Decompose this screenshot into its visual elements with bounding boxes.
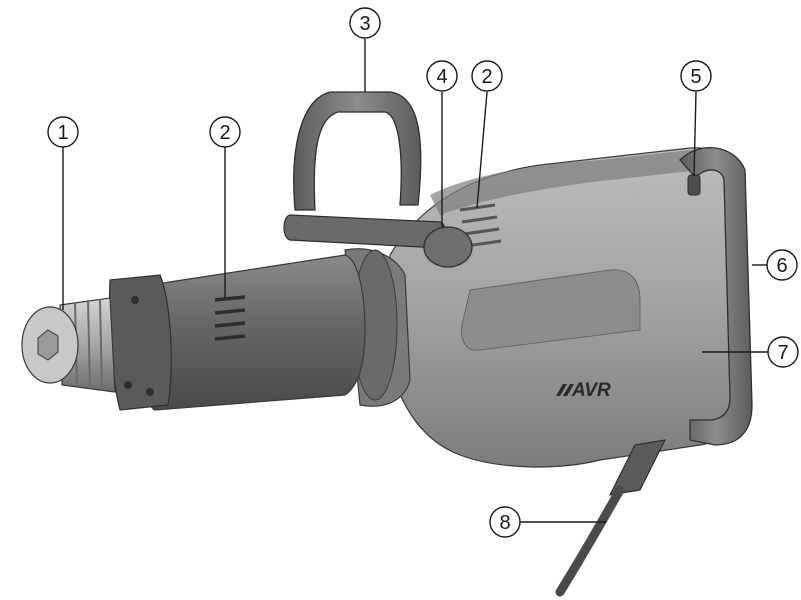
callout-label-5: 5 xyxy=(690,66,701,88)
ventilation-slots-front xyxy=(214,295,246,341)
barrel xyxy=(140,254,366,411)
callout-label-7: 7 xyxy=(777,342,788,364)
callout-7: 7 xyxy=(767,336,799,368)
callout-3: 3 xyxy=(349,7,381,39)
front-flange xyxy=(108,274,172,411)
callout-label-8: 8 xyxy=(499,512,510,534)
callout-label-2a: 2 xyxy=(219,122,230,144)
callout-2-front: 2 xyxy=(209,116,241,148)
callout-leaders xyxy=(62,39,770,523)
callout-label-1: 1 xyxy=(57,122,68,144)
callout-6: 6 xyxy=(766,249,798,281)
auxiliary-handle-knob xyxy=(423,226,473,268)
auxiliary-handle xyxy=(293,91,422,211)
housing-top-panel xyxy=(430,150,702,215)
callout-label-6: 6 xyxy=(776,255,787,277)
housing-recess xyxy=(461,269,641,351)
callout-5: 5 xyxy=(680,60,712,92)
callout-label-2b: 2 xyxy=(481,66,492,88)
power-cord xyxy=(555,485,625,597)
callout-label-4: 4 xyxy=(436,66,447,88)
callout-8: 8 xyxy=(489,506,521,538)
power-cord-guard xyxy=(608,439,667,496)
callout-1: 1 xyxy=(47,116,79,148)
main-handle xyxy=(679,147,753,446)
on-off-switch xyxy=(687,174,701,196)
callout-2-rear: 2 xyxy=(471,60,503,92)
brand-logo: AVR xyxy=(556,380,611,401)
callout-4: 4 xyxy=(426,60,458,92)
brand-logo-text: AVR xyxy=(571,380,611,401)
callout-label-3: 3 xyxy=(359,13,370,35)
